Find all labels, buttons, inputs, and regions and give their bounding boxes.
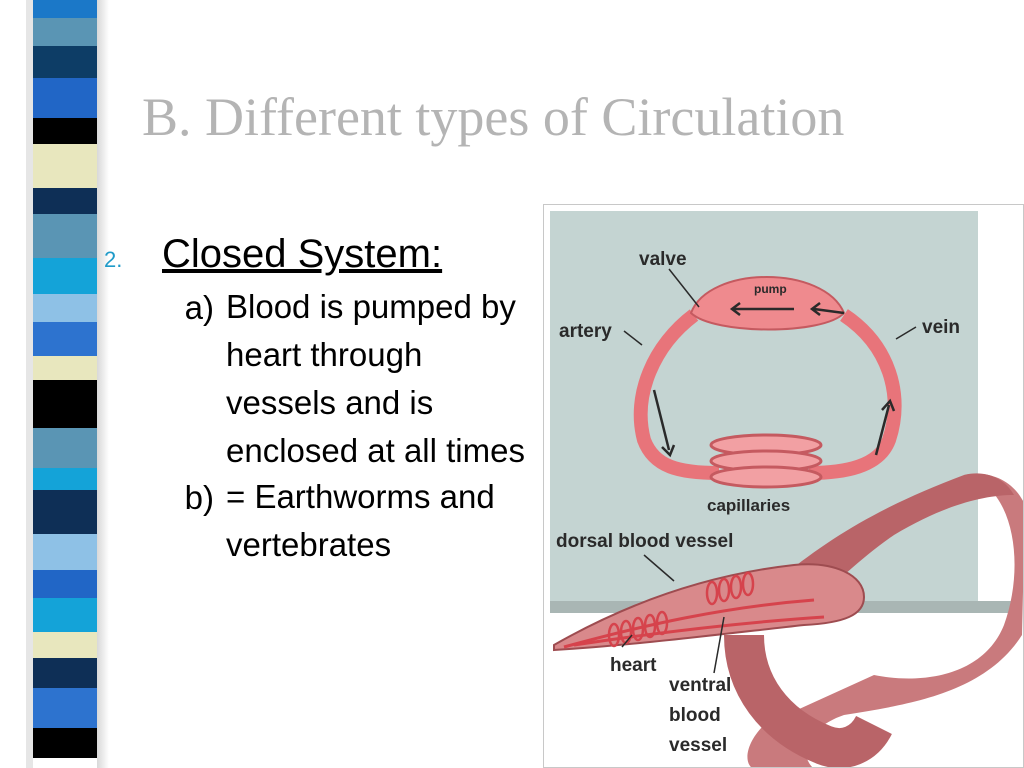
label-blood: blood — [669, 705, 721, 726]
vessel-loop — [633, 309, 902, 480]
capillary-bed — [709, 433, 823, 489]
label-pump: pump — [754, 282, 787, 296]
label-leader-lines — [621, 268, 917, 674]
list-item-closed-system: 2. Closed System: — [104, 232, 534, 277]
decorative-stripe-bar — [33, 0, 97, 768]
list-number: 2. — [104, 247, 123, 272]
earthworm — [553, 473, 1023, 767]
sub-item-b: b) = Earthworms and vertebrates — [104, 478, 534, 569]
label-dorsal-blood-vessel: dorsal blood vessel — [556, 531, 733, 552]
flow-arrows — [652, 302, 896, 458]
sub-item-text: = Earthworms and vertebrates — [226, 478, 495, 563]
sub-item-letter: a) — [184, 289, 214, 326]
label-heart: heart — [610, 655, 657, 676]
sub-item-letter: b) — [184, 479, 214, 516]
earthworm-circulation-illustration: valve pump artery vein capillaries dorsa… — [550, 211, 1023, 767]
label-valve: valve — [639, 249, 687, 270]
label-vessel: vessel — [669, 735, 727, 756]
circulation-figure: valve pump artery vein capillaries dorsa… — [543, 204, 1024, 768]
label-capillaries: capillaries — [707, 496, 790, 515]
stripe-edge — [26, 0, 33, 768]
label-artery: artery — [559, 321, 612, 342]
list-heading: Closed System: — [162, 232, 443, 276]
label-vein: vein — [922, 317, 960, 338]
stripe-shadow — [97, 0, 109, 768]
bullet-list: 2. Closed System: a) Blood is pumped by … — [104, 232, 534, 569]
sub-item-text: Blood is pumped by heart through vessels… — [226, 288, 525, 469]
label-ventral: ventral — [669, 675, 731, 696]
slide-title: B. Different types of Circulation — [142, 87, 845, 147]
sub-item-a: a) Blood is pumped by heart through vess… — [104, 288, 534, 475]
